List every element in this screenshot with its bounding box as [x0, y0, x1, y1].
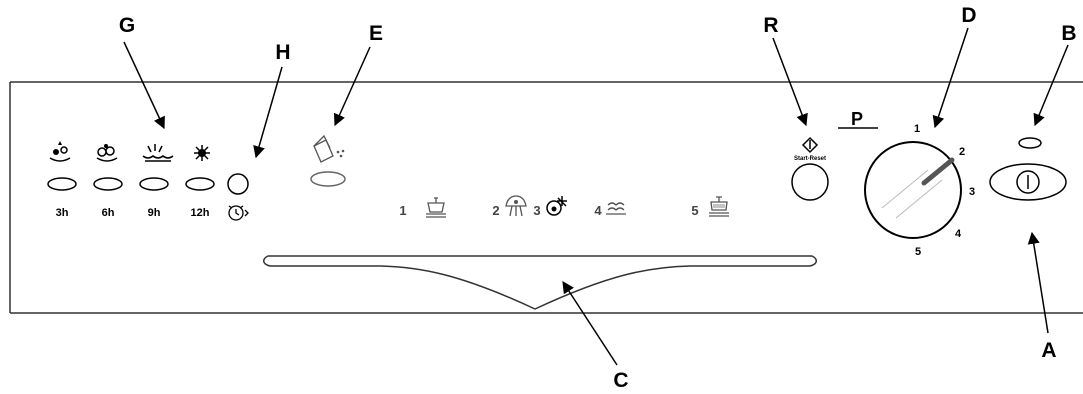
timer-6h-icon: [96, 144, 118, 162]
power-indicator-led: [1018, 137, 1042, 149]
timer-led-9h: [139, 177, 169, 191]
program-4-icon: [606, 202, 626, 215]
program-number-2: 2: [492, 203, 499, 218]
dial-pointer: [921, 157, 955, 186]
timer-leds: [47, 177, 215, 191]
callout-d: D: [961, 4, 976, 27]
start-reset-icon: [801, 136, 819, 154]
callout-h: H: [275, 41, 290, 64]
dial-number-5: 5: [915, 246, 921, 258]
program-2-icon: [505, 195, 527, 217]
door-handle: [263, 255, 817, 310]
timer-icons: [49, 141, 210, 162]
timer-12h-icon: [194, 145, 210, 161]
power-icon: [1016, 170, 1040, 194]
program-3-icon: [546, 196, 567, 216]
dial-number-4: 4: [955, 228, 962, 240]
callout-a: A: [1041, 339, 1056, 362]
callout-labels: G H E R D B A C: [119, 4, 1077, 392]
rinse-aid-icon: [313, 134, 345, 163]
program-number-4: 4: [594, 203, 602, 218]
timer-labels: 3h 6h 9h 12h: [56, 207, 210, 219]
timer-label-12h: 12h: [191, 207, 210, 219]
program-number-5: 5: [691, 203, 698, 218]
arrow-e: [333, 46, 371, 127]
program-indicators: 1 2 3 4 5: [399, 195, 729, 218]
dial-title: P: [851, 109, 863, 129]
arrow-h: [253, 66, 283, 159]
timer-led-6h: [93, 177, 123, 191]
program-number-1: 1: [399, 203, 406, 218]
callout-e: E: [369, 22, 383, 45]
program-1-icon: [426, 197, 446, 218]
timer-label-6h: 6h: [102, 207, 115, 219]
arrow-r: [772, 37, 808, 127]
callout-b: B: [1061, 22, 1076, 45]
timer-label-9h: 9h: [148, 207, 161, 219]
control-panel: [9, 81, 1083, 314]
dial-number-2: 2: [959, 146, 965, 158]
timer-label-3h: 3h: [56, 207, 69, 219]
arrow-b: [1033, 44, 1069, 127]
timer-9h-icon: [142, 144, 174, 162]
dial-number-1: 1: [914, 123, 920, 135]
delay-clock-icon: [228, 205, 249, 221]
program-dial[interactable]: [864, 141, 962, 239]
start-reset-label: Start-Reset: [794, 156, 826, 162]
timer-led-12h: [185, 177, 215, 191]
arrow-g: [123, 41, 165, 130]
start-reset-button[interactable]: [791, 163, 829, 201]
callout-arrows: [123, 27, 1069, 366]
callout-c: C: [613, 369, 628, 392]
callout-r: R: [763, 14, 778, 37]
dial-numbers: 1 2 3 4 5: [914, 123, 975, 258]
arrow-d: [932, 27, 969, 129]
rinse-aid-led: [310, 171, 346, 187]
arrow-a: [1027, 231, 1049, 334]
callout-g: G: [119, 14, 135, 37]
dial-number-3: 3: [969, 186, 975, 198]
program-number-3: 3: [533, 203, 540, 218]
program-5-icon: [709, 196, 729, 217]
arrow-c: [562, 280, 618, 366]
timer-led-3h: [47, 177, 77, 191]
delay-start-button[interactable]: [227, 173, 249, 195]
timer-3h-icon: [49, 141, 71, 162]
